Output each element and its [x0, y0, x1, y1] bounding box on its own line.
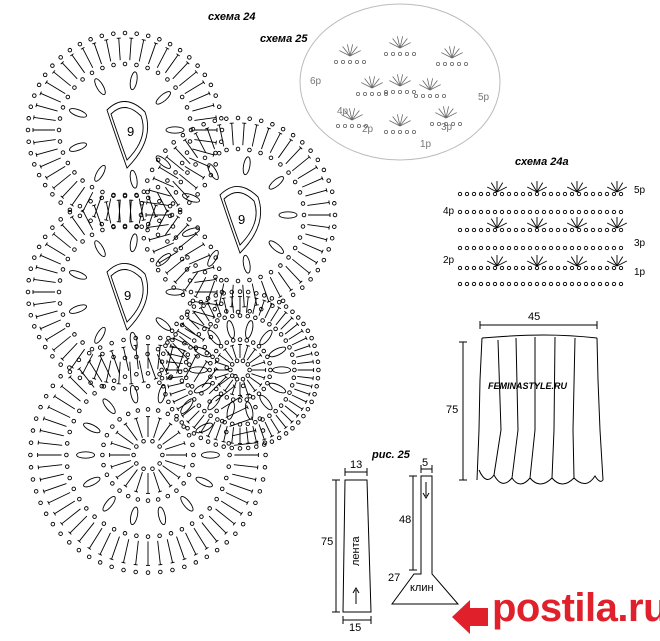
crochet-motif — [159, 289, 321, 451]
crochet-motif — [28, 335, 268, 575]
chain-ring — [159, 289, 321, 451]
petal-ring — [76, 384, 220, 526]
chain-ring — [228, 358, 252, 382]
scheme25-fan — [435, 46, 468, 67]
scheme24a-row-diagram — [457, 181, 628, 287]
scheme25-row-5: 5р — [478, 92, 490, 103]
scheme24a-row-4: 4р — [443, 206, 455, 217]
scheme24-motif-cluster — [25, 30, 338, 575]
scheme24a-row — [457, 255, 628, 271]
ribbon-bottom-dim: 15 — [349, 622, 362, 634]
petal-ring — [69, 71, 185, 189]
scheme24a-row-5: 5р — [634, 185, 646, 196]
scheme25-fan — [429, 106, 462, 127]
chain-ring — [56, 61, 194, 199]
scheme25-fan — [383, 36, 416, 57]
scheme25-row-2: 2р — [362, 124, 374, 135]
wedge-pattern — [391, 465, 460, 605]
petal-ring — [188, 320, 292, 420]
scheme25-fan — [413, 78, 446, 99]
scheme25-row-4: 4р — [337, 106, 349, 117]
wedge-side-dim: 27 — [388, 572, 401, 584]
chain-ring — [183, 313, 297, 427]
motif-number-1: 9 — [127, 124, 135, 139]
stitch-fan — [37, 344, 259, 566]
ribbon-height-dim: 75 — [321, 536, 334, 548]
motif-number-2: 9 — [238, 212, 246, 227]
skirt-width-dim: 45 — [528, 311, 541, 323]
chain-ring — [207, 337, 273, 403]
scheme25-oval-diagram — [299, 3, 501, 161]
wedge-top-dim: 5 — [422, 457, 429, 469]
postila-logo-text: postila.ru — [492, 586, 660, 630]
petal-ring — [182, 156, 298, 274]
wedge-label: клин — [410, 582, 434, 594]
heart-motif — [25, 30, 225, 230]
chain-ring — [100, 407, 196, 503]
scheme25-label: схема 25 — [260, 33, 308, 45]
ribbon-pattern — [332, 468, 372, 624]
petal-ring — [69, 233, 185, 351]
scheme24a-row — [457, 181, 628, 197]
chain-ring — [25, 30, 225, 230]
scheme24a-row — [457, 245, 624, 251]
stitch-fan — [165, 295, 315, 445]
scheme25-fan — [383, 114, 416, 134]
scheme24a-row-2: 2р — [443, 255, 455, 266]
chain-ring — [169, 146, 307, 284]
scheme24a-row-1: 1р — [634, 267, 646, 278]
chain-ring — [28, 335, 268, 575]
chain-ring — [25, 192, 225, 392]
scheme25-fan — [355, 76, 388, 97]
scheme24-label: схема 24 — [208, 11, 256, 23]
chain-ring — [131, 439, 165, 471]
stitch-fan — [109, 416, 187, 494]
ribbon-label: лента — [350, 536, 362, 566]
scheme25-row-6: 6р — [310, 76, 322, 87]
stitch-fan — [213, 343, 267, 397]
scheme25-fan — [335, 108, 368, 129]
scheme25-fan — [333, 44, 366, 65]
scheme24a-row — [457, 217, 628, 233]
motif-number-3: 9 — [124, 288, 132, 303]
scheme24a-row-3: 3р — [634, 238, 646, 249]
skirt-height-dim: 75 — [446, 404, 459, 416]
chain-ring — [64, 371, 232, 539]
fig25-label: рис. 25 — [372, 449, 410, 461]
stitch-fan — [32, 37, 218, 223]
scheme24a-row — [457, 281, 624, 287]
postila-logo-icon — [452, 600, 488, 634]
wedge-height-dim: 48 — [399, 514, 412, 526]
scheme24a-label: схема 24a — [515, 156, 569, 168]
scheme25-fan — [383, 74, 416, 95]
scheme25-row-1: 1р — [420, 139, 432, 150]
skirt-pattern — [459, 321, 604, 485]
scheme25-row-3: 3р — [441, 122, 453, 133]
ribbon-top-dim: 13 — [350, 459, 363, 471]
scheme24a-row — [457, 209, 624, 215]
skirt-watermark: FEMINASTYLE.RU — [488, 381, 568, 391]
